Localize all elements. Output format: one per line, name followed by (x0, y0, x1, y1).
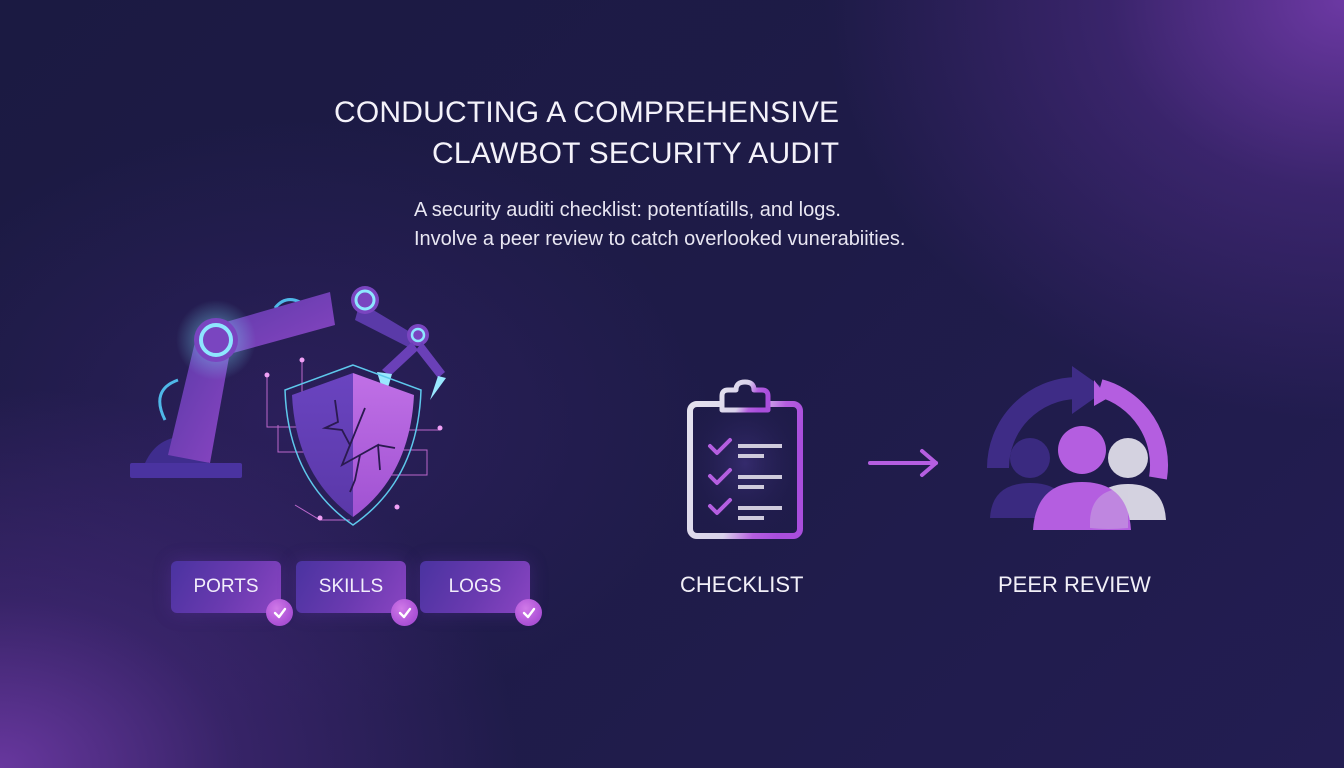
tag-ports-label: PORTS (193, 576, 259, 597)
check-icon (266, 599, 293, 626)
peer-review-label: PEER REVIEW (998, 572, 1151, 597)
subtitle-line-2: Involve a peer review to catch overlooke… (414, 228, 906, 250)
tag-logs: LOGS (420, 561, 542, 626)
check-icon (515, 599, 542, 626)
title-line-1: CONDUCTING A COMPREHENSIVE (334, 96, 840, 129)
tag-skills: SKILLS (296, 561, 418, 626)
peer-review-users-icon (978, 358, 1178, 548)
checklist-label: CHECKLIST (680, 572, 804, 597)
clipboard-checklist-icon (680, 378, 815, 548)
subtitle: A security auditi checklist: potentíatil… (414, 196, 974, 254)
check-icon (391, 599, 418, 626)
arrow-right-icon (866, 446, 942, 480)
tag-skills-label: SKILLS (318, 576, 384, 597)
page-title: CONDUCTING A COMPREHENSIVE CLAWBOT SECUR… (334, 92, 894, 174)
title-line-2: CLAWBOT SECURITY AUDIT (432, 137, 840, 170)
robot-arm-shield-icon (120, 280, 470, 530)
tag-logs-label: LOGS (448, 576, 502, 597)
subtitle-line-1: A security auditi checklist: potentíatil… (414, 199, 841, 221)
tag-ports: PORTS (171, 561, 293, 626)
